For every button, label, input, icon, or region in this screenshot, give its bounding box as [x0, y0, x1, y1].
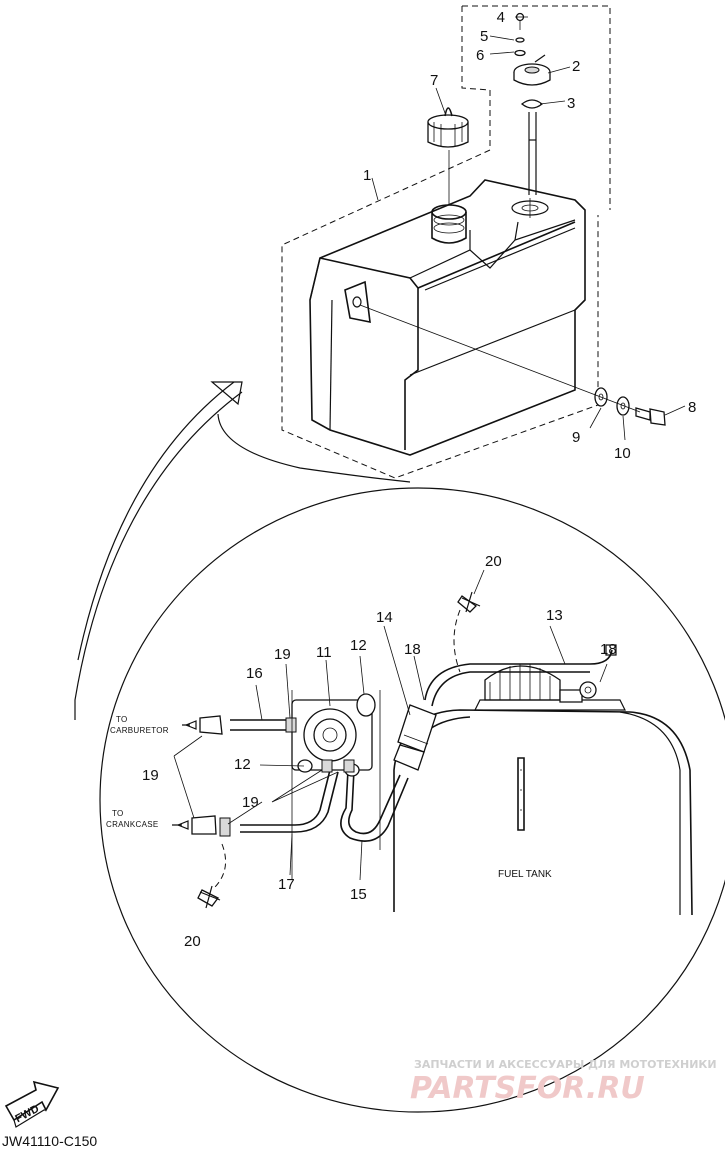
breather-hose: [424, 649, 613, 701]
detail-circle: [99, 487, 725, 1113]
callout-20-lower: 20: [184, 933, 201, 950]
upper-exploded-view: [281, 5, 666, 479]
hose-ends: [172, 715, 223, 835]
screw-and-washers: [514, 12, 526, 57]
fuel-gauge: [513, 54, 551, 195]
diagram-code: JW41110-C150: [2, 1133, 97, 1149]
mount-alignment-line: [359, 304, 641, 413]
callout-2: 2: [572, 58, 580, 75]
fuel-cap: [427, 107, 469, 148]
callout-3: 3: [567, 95, 575, 112]
callout-11: 11: [316, 644, 332, 661]
fuel-hose-15: [348, 769, 401, 835]
fwd-arrow-icon: FWD: [4, 1080, 60, 1128]
callout-12-upper: 12: [350, 637, 367, 654]
to-crankcase-label-2: CRANKCASE: [106, 820, 159, 829]
callout-8: 8: [688, 399, 696, 416]
callout-18-right: 18: [600, 641, 617, 658]
upper-leaders: [371, 16, 686, 441]
callout-17: 17: [278, 876, 295, 893]
fuel-hose-17: [240, 769, 331, 826]
callout-7: 7: [430, 72, 438, 89]
callout-18-left: 18: [404, 641, 421, 658]
gauge-parts-boundary: [461, 5, 611, 210]
callout-numbers: 4 5 6 2 3 7 1 8 9 10 20 13 14 12 18 18 1…: [142, 9, 696, 950]
clamp-icon-lower: [197, 843, 227, 909]
callout-16: 16: [246, 665, 263, 682]
detail-fuel-tank: [393, 709, 693, 916]
callout-13: 13: [546, 607, 563, 624]
callout-15: 15: [350, 886, 367, 903]
fuel-cock: [291, 693, 376, 777]
fwd-label: FWD: [13, 1103, 41, 1125]
lower-leaders: [173, 569, 608, 881]
callout-5: 5: [480, 28, 488, 45]
routing-labels: TO CARBURETOR TO CRANKCASE FUEL TANK: [106, 715, 552, 880]
watermark-tagline: ЗАПЧАСТИ И АКСЕССУАРЫ ДЛЯ МОТОТЕХНИКИ: [414, 1058, 717, 1071]
callout-10: 10: [614, 445, 631, 462]
detail-link-arrow: [74, 381, 411, 720]
callout-1: 1: [363, 167, 371, 184]
to-crankcase-label-1: TO: [112, 809, 124, 818]
fuel-filter: [393, 704, 437, 771]
callout-9: 9: [572, 429, 580, 446]
callout-20-upper: 20: [485, 553, 502, 570]
to-carburetor-label-2: CARBURETOR: [110, 726, 169, 735]
clamp-icon-upper: [453, 591, 481, 673]
to-carburetor-label-1: TO: [116, 715, 128, 724]
callout-19-left: 19: [142, 767, 159, 784]
detail-view: [99, 487, 725, 1113]
watermark-logo: PARTSFOR.RU: [410, 1071, 645, 1106]
callout-14: 14: [376, 609, 393, 626]
callout-4: 4: [497, 9, 505, 26]
callout-6: 6: [476, 47, 484, 64]
callout-12-lower: 12: [234, 756, 251, 773]
fuel-tank: [309, 179, 586, 456]
callout-19-lower: 19: [242, 794, 259, 811]
tank-mount-hardware: [594, 387, 666, 426]
detail-fuel-gauge: [474, 664, 626, 711]
callout-19-upper: 19: [274, 646, 291, 663]
watermark: ЗАПЧАСТИ И АКСЕССУАРЫ ДЛЯ МОТОТЕХНИКИ PA…: [410, 1058, 717, 1106]
fuel-tank-label: FUEL TANK: [498, 869, 552, 880]
hose-clips: [219, 717, 355, 837]
